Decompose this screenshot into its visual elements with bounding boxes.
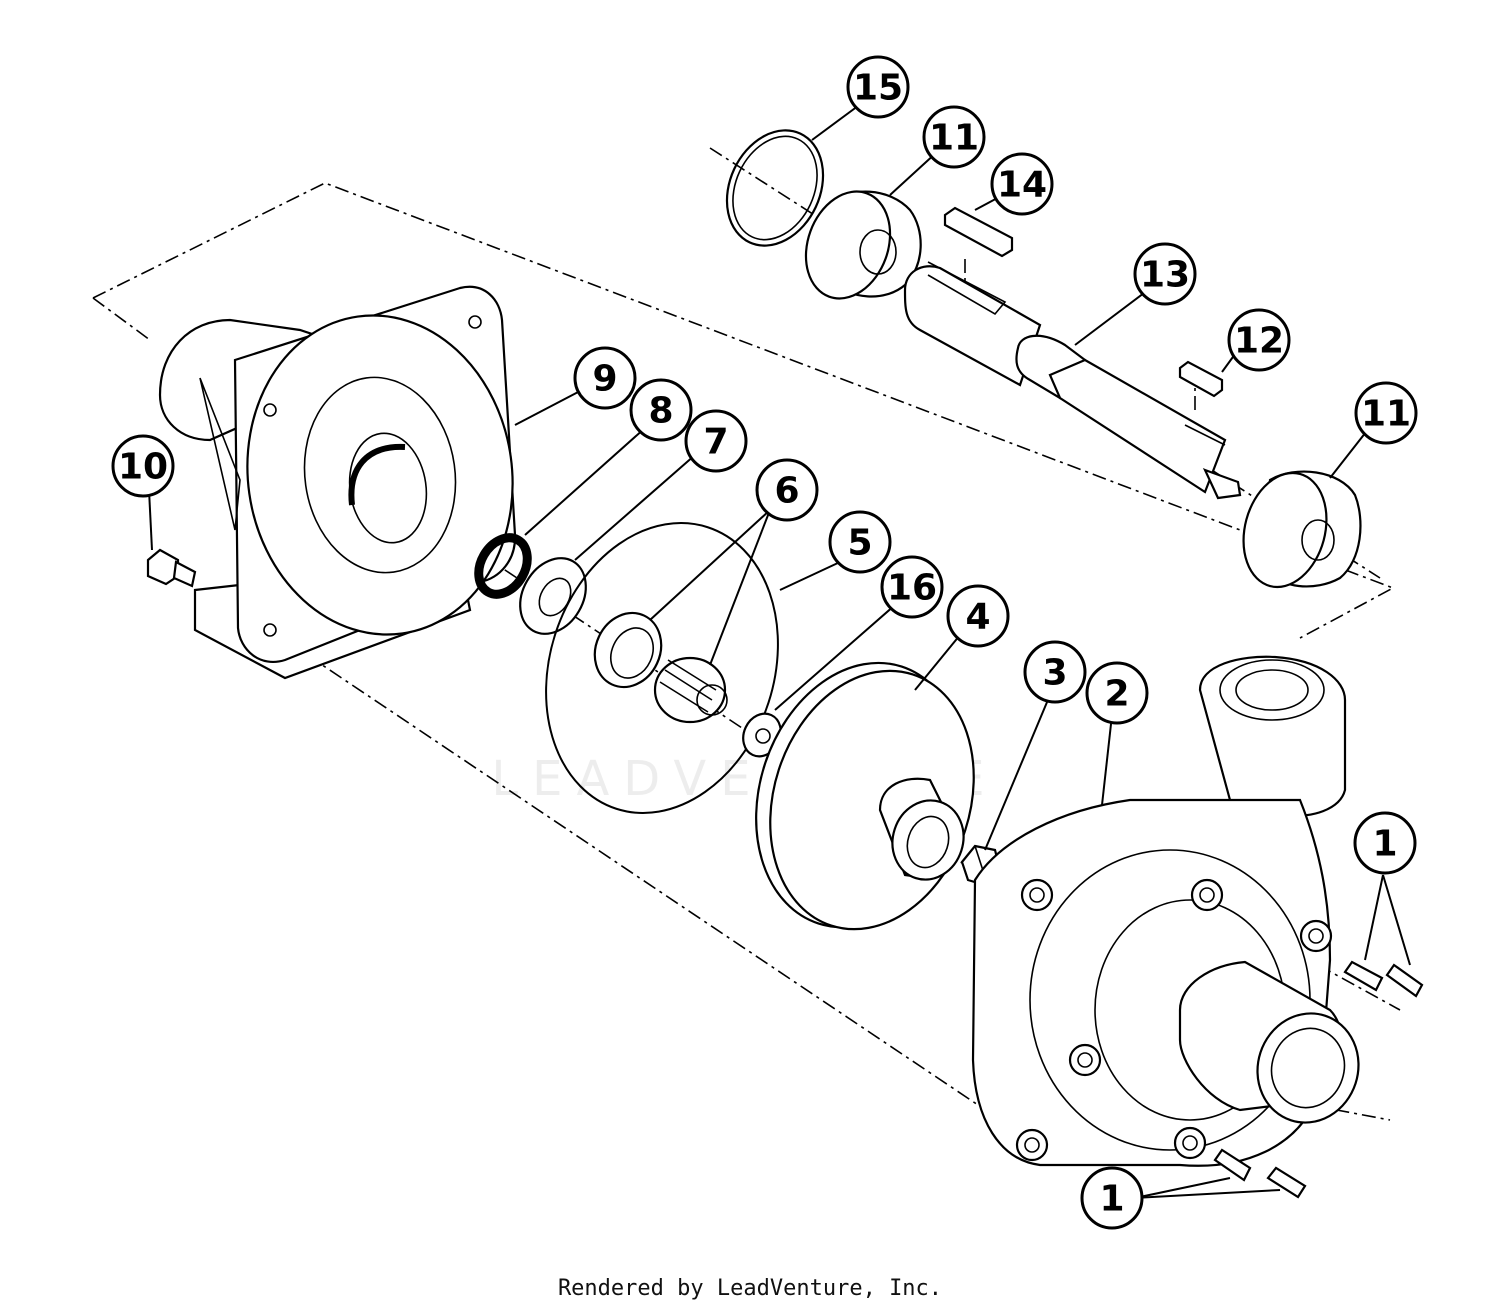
bolt-part-10 <box>146 548 197 588</box>
svg-text:6: 6 <box>774 471 799 512</box>
svg-text:11: 11 <box>929 118 979 159</box>
seal-part-6 <box>593 611 728 724</box>
svg-text:12: 12 <box>1234 321 1284 362</box>
shaft-part-13 <box>903 261 1242 500</box>
svg-text:13: 13 <box>1140 255 1190 296</box>
callout-7: 7 <box>684 409 748 473</box>
bearing-part-11-upper <box>804 190 922 300</box>
callout-5: 5 <box>828 510 892 574</box>
leader-lines <box>148 102 1411 1199</box>
o-ring-part-8 <box>474 533 532 599</box>
svg-text:7: 7 <box>703 422 728 463</box>
key-part-12 <box>1178 360 1224 398</box>
key-part-14 <box>943 206 1014 258</box>
svg-text:8: 8 <box>648 391 673 432</box>
svg-text:1: 1 <box>1099 1179 1124 1220</box>
svg-text:4: 4 <box>965 597 990 638</box>
callout-10: 10 <box>111 434 175 498</box>
callout-11-upper: 11 <box>922 105 986 169</box>
svg-text:14: 14 <box>997 165 1047 206</box>
washer-part-7 <box>519 557 587 635</box>
callout-1-right: 1 <box>1353 811 1417 875</box>
callout-6: 6 <box>755 458 819 522</box>
svg-text:3: 3 <box>1042 653 1067 694</box>
svg-text:10: 10 <box>118 447 168 488</box>
footer-credit: Rendered by LeadVenture, Inc. <box>557 1276 943 1301</box>
bearing-housing-part-9 <box>158 285 517 680</box>
callout-12: 12 <box>1227 308 1291 372</box>
callout-2: 2 <box>1085 661 1149 725</box>
callout-13: 13 <box>1133 242 1197 306</box>
callout-11-lower: 11 <box>1354 381 1418 445</box>
svg-text:2: 2 <box>1104 674 1129 715</box>
svg-text:11: 11 <box>1361 394 1411 435</box>
svg-text:5: 5 <box>847 523 872 564</box>
svg-text:16: 16 <box>887 568 937 609</box>
callout-8: 8 <box>629 378 693 442</box>
callout-1-bottom: 1 <box>1080 1166 1144 1230</box>
callout-3: 3 <box>1023 640 1087 704</box>
studs-part-1 <box>1213 960 1424 1199</box>
impeller-part-4 <box>755 661 975 931</box>
callout-9: 9 <box>573 346 637 410</box>
callout-15: 15 <box>846 55 910 119</box>
gasket-part-5 <box>545 522 779 814</box>
callout-16: 16 <box>880 555 944 619</box>
callout-14: 14 <box>990 152 1054 216</box>
callout-4: 4 <box>946 584 1010 648</box>
svg-text:1: 1 <box>1372 824 1397 865</box>
retaining-ring-part-15 <box>725 129 825 247</box>
bearing-part-11-lower <box>1242 470 1362 589</box>
svg-text:9: 9 <box>592 359 617 400</box>
svg-text:15: 15 <box>853 68 903 109</box>
pump-casing-part-2 <box>971 655 1360 1167</box>
